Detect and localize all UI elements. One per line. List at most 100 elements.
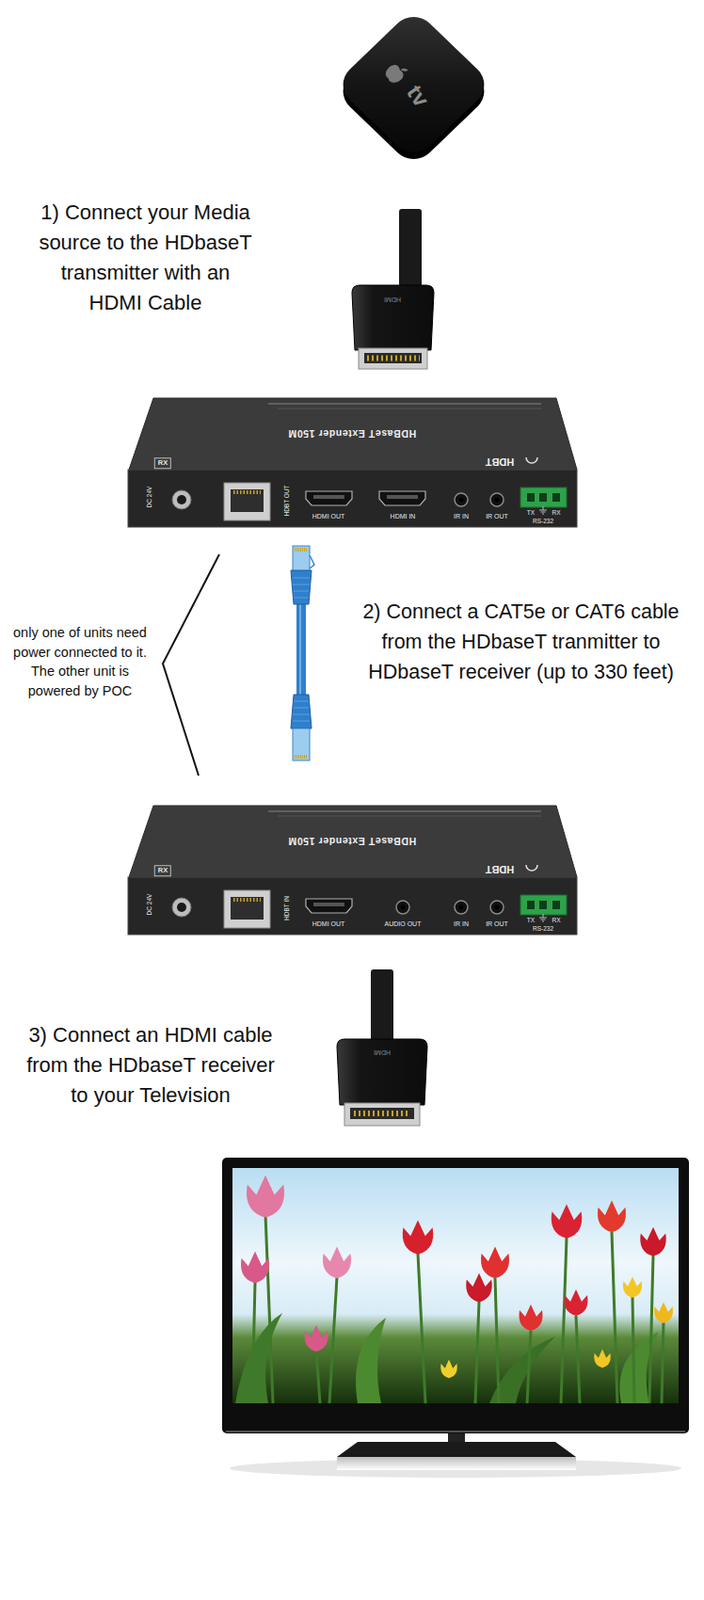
audio-jack <box>396 900 410 914</box>
pin-label: TX <box>527 510 535 517</box>
logo-mark <box>526 457 538 464</box>
unit-tag: RX <box>154 457 172 469</box>
port-label: DC 24V <box>146 894 154 916</box>
hdmi-port <box>305 491 352 506</box>
step-instruction: 2) Connect a CAT5e or CAT6 cable from th… <box>344 596 698 688</box>
tulip <box>623 1276 642 1297</box>
rj45-port <box>224 482 271 521</box>
step-instruction: 1) Connect your Media source to the HDba… <box>33 197 257 319</box>
dc-jack <box>172 490 192 510</box>
rs232-terminal <box>520 487 567 508</box>
bracket <box>162 554 220 776</box>
television <box>222 1157 689 1478</box>
pin-label: RX <box>551 917 560 925</box>
rj45-boot <box>290 570 312 605</box>
model-name: HDBaseT Extender 150M <box>288 836 416 848</box>
rj45-pins <box>294 547 308 552</box>
rj45-pins <box>294 754 308 759</box>
port-label: HDBT IN <box>284 896 291 921</box>
pin-label: RX <box>551 510 560 517</box>
rj45-head <box>292 728 310 761</box>
tulip <box>551 1203 583 1238</box>
terminal-screw <box>552 900 560 910</box>
audio-jack <box>490 900 504 914</box>
jack-hole <box>495 497 500 503</box>
tulip <box>246 1175 285 1218</box>
rj45-head <box>292 545 310 572</box>
audio-jack <box>490 493 504 507</box>
port-label: HDBT OUT <box>284 484 291 516</box>
leaf <box>355 1317 386 1404</box>
tulip <box>640 1227 667 1257</box>
tv-stand-base <box>336 1441 576 1457</box>
tulip <box>440 1360 458 1379</box>
port-label: RS-232 <box>532 518 554 526</box>
plug-slot <box>364 352 422 364</box>
plug-pins <box>353 1110 411 1117</box>
tulip <box>322 1247 352 1280</box>
plug-pins <box>367 355 420 362</box>
hdmi-cable <box>336 969 428 1126</box>
rj45-boot <box>290 694 312 729</box>
housing-top <box>128 805 577 878</box>
gloss-line <box>277 408 542 410</box>
tulip <box>519 1304 544 1331</box>
port-label: HDMI IN <box>390 512 416 520</box>
tulip <box>304 1325 329 1352</box>
boot-ribs <box>292 577 310 598</box>
cable-jacket <box>296 600 306 699</box>
tv-bezel <box>222 1157 689 1434</box>
port-label: IR OUT <box>485 512 509 520</box>
housing-front <box>128 877 577 935</box>
cable-highlight <box>299 602 302 697</box>
gloss-line <box>268 810 542 813</box>
boot-ribs <box>292 701 310 721</box>
tulip <box>654 1301 673 1323</box>
housing-top <box>128 398 577 470</box>
rj45-latch <box>309 555 315 569</box>
rj45-opening <box>230 489 264 512</box>
plug-body <box>352 285 434 351</box>
jack-hole <box>495 905 500 911</box>
hdbaset-receiver: HDBaseT Extender 150M RX HDBT DC 24V HDBT IN… <box>127 802 579 937</box>
tv-screen <box>232 1168 679 1404</box>
tulip <box>480 1247 510 1280</box>
leaf <box>619 1331 659 1404</box>
port-label: HDMI OUT <box>312 512 346 520</box>
port-label: HDMI OUT <box>312 920 346 928</box>
port-label: RS-232 <box>532 926 554 933</box>
cat-cable <box>290 545 315 761</box>
gloss-line <box>277 816 542 817</box>
tulip <box>593 1349 611 1369</box>
rj45-pins <box>233 897 261 902</box>
dc-jack-hole <box>176 902 187 912</box>
jack-hole <box>459 905 464 911</box>
terminal-screw <box>527 493 535 502</box>
port-label: IR IN <box>453 920 469 928</box>
apple-tv-top <box>334 8 495 162</box>
terminal-screw <box>527 900 535 910</box>
hdmi-port-tongue <box>313 495 345 499</box>
rj45-opening <box>230 896 264 920</box>
model-name: HDBaseT Extender 150M <box>288 429 416 440</box>
dc-jack <box>172 897 192 917</box>
brand-logo: HDBT <box>485 864 515 875</box>
tulip <box>465 1273 493 1303</box>
stems <box>252 1214 664 1404</box>
hdmi-port-tongue <box>386 495 418 499</box>
housing-front <box>128 469 577 528</box>
port-label: DC 24V <box>146 486 154 509</box>
hdmi-cable <box>352 208 434 369</box>
audio-jack <box>454 900 468 914</box>
plug-slot <box>350 1107 415 1120</box>
step-instruction: 3) Connect an HDMI cable from the HDbase… <box>16 1020 285 1111</box>
plug-metal <box>344 1103 420 1126</box>
port-label: AUDIO OUT <box>384 920 422 928</box>
bezel-edge <box>225 1430 686 1433</box>
terminal-screw <box>539 493 547 502</box>
power-note: only one of units need power connected t… <box>5 623 155 701</box>
ground-symbol <box>539 506 547 514</box>
port-label: IR OUT <box>485 920 509 928</box>
screen-picture <box>235 1175 673 1404</box>
tulip <box>240 1251 270 1284</box>
